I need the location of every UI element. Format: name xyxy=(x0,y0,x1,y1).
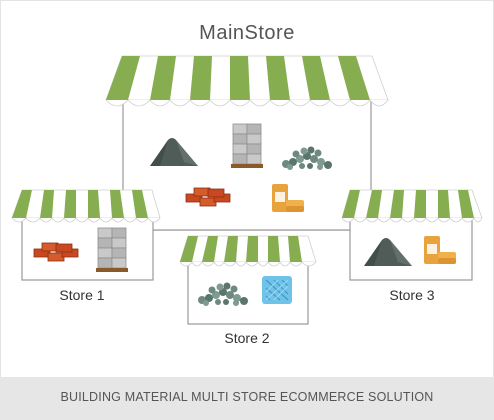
store-1-label: Store 1 xyxy=(59,287,105,303)
main-store-title: MainStore xyxy=(199,22,295,44)
concrete-blocks-icon xyxy=(95,227,129,273)
insulation-roll-icon xyxy=(261,275,293,305)
store-2-label: Store 2 xyxy=(224,330,270,346)
store-3-label: Store 3 xyxy=(389,287,435,303)
store-1-awning xyxy=(11,189,161,223)
footer-bar xyxy=(0,377,494,420)
store-3-awning xyxy=(341,189,483,223)
concrete-blocks-icon xyxy=(230,123,264,169)
store-3-building xyxy=(349,217,473,281)
store-2-awning xyxy=(179,235,317,267)
footer-caption: BUILDING MATERIAL MULTI STORE ECOMMERCE … xyxy=(60,390,434,404)
main-store-awning xyxy=(105,55,389,107)
